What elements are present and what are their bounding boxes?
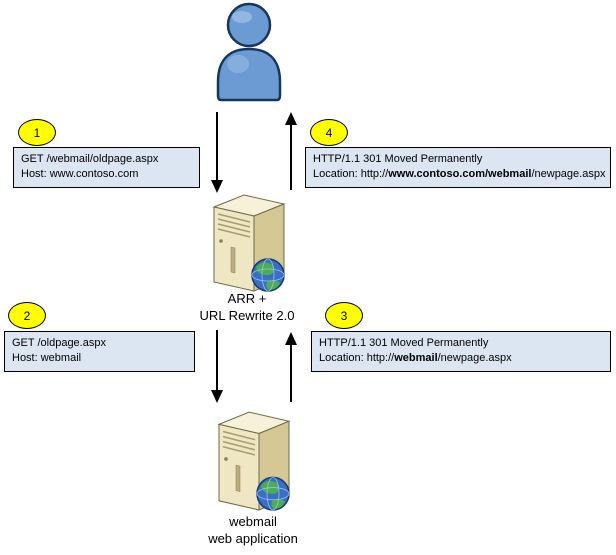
arr-server-icon bbox=[206, 189, 290, 293]
webmail-label-line1: webmail bbox=[229, 514, 277, 529]
globe-icon bbox=[251, 258, 285, 292]
webmail-label-line2: web application bbox=[208, 530, 298, 546]
webmail-server-icon bbox=[211, 406, 295, 512]
callout-3-badge: 3 bbox=[325, 302, 363, 329]
callout-2-line2: Host: webmail bbox=[12, 352, 82, 365]
arrow-request-arr-to-webmail bbox=[211, 330, 223, 403]
callout-2-badge: 2 bbox=[8, 302, 46, 329]
callout-4-badge: 4 bbox=[310, 119, 348, 146]
arr-label-line1: ARR + bbox=[227, 291, 267, 306]
callout-1-line1: GET /webmail/oldpage.aspx bbox=[21, 153, 159, 165]
callout-1-line2: Host: www.contoso.com bbox=[21, 168, 139, 181]
callout-1-box: GET /webmail/oldpage.aspx Host: www.cont… bbox=[13, 147, 200, 188]
callout-4-line1: HTTP/1.1 301 Moved Permanently bbox=[313, 153, 483, 165]
person-figure bbox=[216, 2, 282, 102]
arr-label-line2: URL Rewrite 2.0 bbox=[199, 307, 295, 323]
arrow-response-webmail-to-arr bbox=[285, 332, 297, 402]
callout-2-box: GET /oldpage.aspx Host: webmail bbox=[4, 331, 195, 372]
webmail-server-label: webmail web application bbox=[172, 514, 334, 548]
server-tower bbox=[212, 194, 286, 292]
callout-3-line1: HTTP/1.1 301 Moved Permanently bbox=[319, 337, 489, 349]
arrow-request-user-to-arr bbox=[211, 112, 223, 193]
globe-icon bbox=[256, 476, 290, 511]
callout-3-line2: Location: http://webmail/newpage.aspx bbox=[319, 352, 512, 365]
server-tower bbox=[217, 411, 291, 511]
arr-server-label: ARR + URL Rewrite 2.0 bbox=[166, 291, 328, 325]
arrow-response-arr-to-user bbox=[285, 112, 297, 190]
user-icon bbox=[210, 2, 286, 102]
callout-1-badge: 1 bbox=[18, 119, 56, 146]
callout-4-box: HTTP/1.1 301 Moved Permanently Location:… bbox=[305, 147, 611, 188]
callout-4-line2: Location: http://www.contoso.com/webmail… bbox=[313, 168, 606, 181]
callout-2-line1: GET /oldpage.aspx bbox=[12, 337, 106, 349]
callout-3-box: HTTP/1.1 301 Moved Permanently Location:… bbox=[311, 331, 611, 372]
